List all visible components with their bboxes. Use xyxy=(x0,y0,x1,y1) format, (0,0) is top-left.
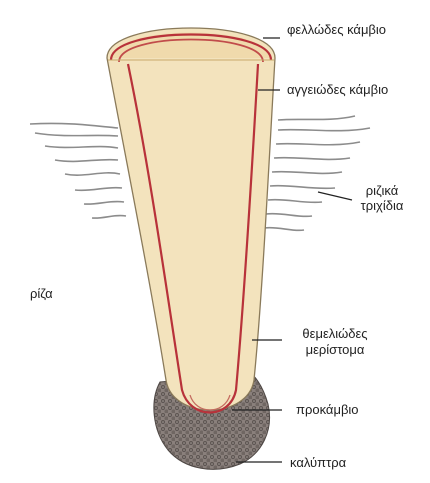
root-cap-label: καλύπτρα xyxy=(290,455,346,470)
vascular-cambium-label: αγγειώδες κάμβιο xyxy=(287,82,388,97)
procambium-label: προκάμβιο xyxy=(296,402,359,417)
ground-meristem-label-line1: θεμελιώδες xyxy=(285,326,385,341)
root-label: ρίζα xyxy=(30,286,53,301)
root-hairs-right xyxy=(264,116,370,230)
root-hairs-left xyxy=(30,123,126,218)
ground-meristem-label-line2: μερίστομα xyxy=(285,342,385,357)
root-hairs-label-line1: ριζικά xyxy=(352,183,412,198)
root-hairs-label-line2: τριχίδια xyxy=(352,198,412,213)
phellogen-label: φελλώδες κάμβιο xyxy=(287,22,386,37)
